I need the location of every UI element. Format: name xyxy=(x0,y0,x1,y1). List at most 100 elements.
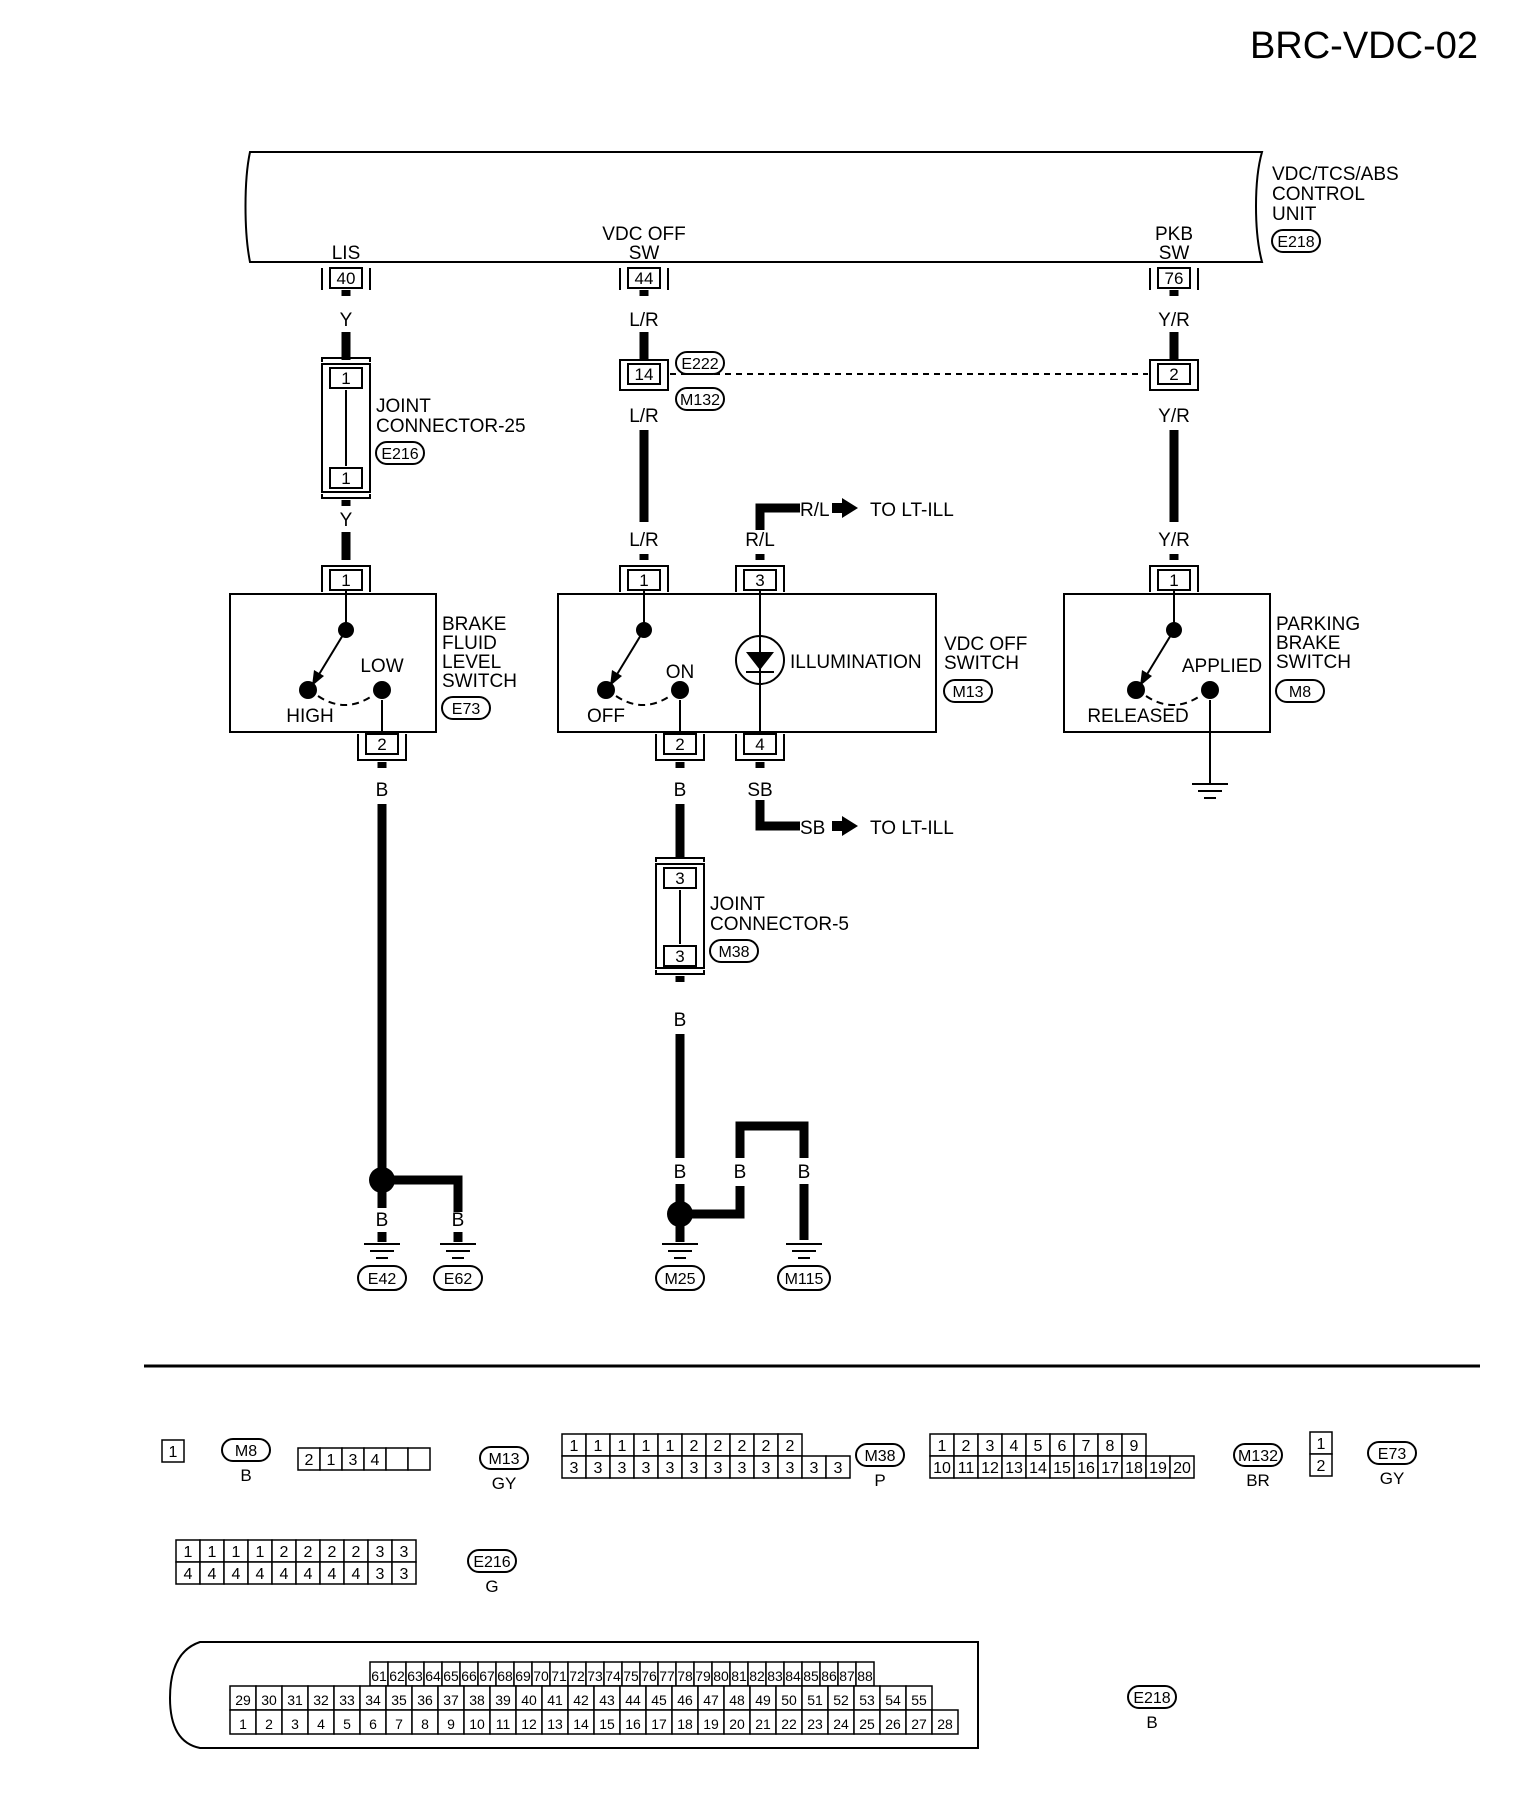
connector-E218-cell xyxy=(333,1709,361,1735)
jc5-connector: M38 xyxy=(718,944,749,961)
connector-E218-pin: 40 xyxy=(521,1692,537,1708)
connector-E218-pin: 32 xyxy=(313,1692,329,1708)
connector-M132-pin: 19 xyxy=(1149,1460,1167,1477)
connector-E218-pin: 76 xyxy=(641,1668,657,1684)
connector-E216-cell xyxy=(391,1561,417,1585)
connector-E218-pin: 17 xyxy=(651,1716,667,1732)
connector-E216-pin: 1 xyxy=(232,1544,241,1561)
vdc-sw-connector: M13 xyxy=(952,684,983,701)
connector-M13-pin: 3 xyxy=(349,1452,358,1469)
connector-E218-pin: 3 xyxy=(291,1716,299,1732)
connector-E216-pin: 4 xyxy=(280,1566,289,1583)
connector-E218-pin: 86 xyxy=(821,1668,837,1684)
connector-M132-pin: 4 xyxy=(1010,1438,1019,1455)
connector-M38-pin: 3 xyxy=(690,1460,699,1477)
wire-lr-switch: L/R xyxy=(629,530,659,551)
connector-M13-pin: 4 xyxy=(371,1452,380,1469)
to-lt-ill-1: TO LT-ILL xyxy=(870,500,954,521)
connector-E218-pin: 26 xyxy=(885,1716,901,1732)
connector-M132-tag xyxy=(1233,1443,1283,1467)
control-unit-pins: 40 44 76 xyxy=(321,267,1199,290)
connector-M38-pin: 3 xyxy=(810,1460,819,1477)
left-branch: Y 1 1 JOINT CONNECTOR-25 E216 Y 1 HIGH L… xyxy=(229,290,526,1291)
connector-E218-pin: 16 xyxy=(625,1716,641,1732)
connector-E218-pin: 19 xyxy=(703,1716,719,1732)
connector-M38-pin: 3 xyxy=(834,1460,843,1477)
connector-E218-pin: 20 xyxy=(729,1716,745,1732)
connector-E218-pin: 79 xyxy=(695,1668,711,1684)
connector-E218-pin: 13 xyxy=(547,1716,563,1732)
vdc-sw-name-2: SWITCH xyxy=(944,653,1019,674)
pkb-sw-name-1: PARKING xyxy=(1276,614,1360,635)
connector-E218-pin: 51 xyxy=(807,1692,823,1708)
connector-E216-pin: 3 xyxy=(400,1544,409,1561)
connector-M132-pin: 20 xyxy=(1173,1460,1191,1477)
connector-E218-pin: 42 xyxy=(573,1692,589,1708)
vdc-sw-illumination: ILLUMINATION xyxy=(790,652,922,673)
wire-yr-top: Y/R xyxy=(1158,310,1190,331)
connector-E218-cell xyxy=(931,1709,959,1735)
connector-E218-pin: 82 xyxy=(749,1668,765,1684)
connector-M132-color: BR xyxy=(1246,1471,1270,1490)
connector-E218-pin: 61 xyxy=(371,1668,387,1684)
connector-E216-pin: 4 xyxy=(352,1566,361,1583)
connector-E218-pin: 23 xyxy=(807,1716,823,1732)
connector-M38-label: M38 xyxy=(864,1448,895,1465)
connector-E218-pin: 9 xyxy=(447,1716,455,1732)
bfls-connector: E73 xyxy=(452,701,481,718)
connector-E218-pin: 53 xyxy=(859,1692,875,1708)
connector-E218-pin: 84 xyxy=(785,1668,801,1684)
connector-E218-cell xyxy=(827,1685,855,1711)
connector-M8-tag xyxy=(221,1438,271,1462)
connector-E218-cell xyxy=(411,1709,439,1735)
pkb-sw-released: RELEASED xyxy=(1087,706,1188,727)
connector-E218-pin: 50 xyxy=(781,1692,797,1708)
connector-E218-pin: 21 xyxy=(755,1716,771,1732)
wire-b-jc5: B xyxy=(674,1010,687,1031)
connector-M132-pin: 14 xyxy=(1029,1460,1047,1477)
connector-E216-label: E216 xyxy=(473,1554,510,1571)
connector-E218-cell xyxy=(775,1709,803,1735)
connector-E218-pin: 74 xyxy=(605,1668,621,1684)
connector-E218-pin: 72 xyxy=(569,1668,585,1684)
control-unit-name-2: CONTROL xyxy=(1272,184,1365,205)
pkb-sw-applied: APPLIED xyxy=(1182,656,1262,677)
terminal-vdc-off-label-1: VDC OFF xyxy=(602,224,685,245)
bfls-high: HIGH xyxy=(286,706,334,727)
connector-E218-pin: 49 xyxy=(755,1692,771,1708)
bfls-pin-1: 1 xyxy=(341,571,350,590)
pkb-sw-pin-1: 1 xyxy=(1169,571,1178,590)
connector-E216-pin: 2 xyxy=(352,1544,361,1561)
vdc-sw-pin-1: 1 xyxy=(639,571,648,590)
connector-E218-cell xyxy=(671,1709,699,1735)
connector-E218-pin: 85 xyxy=(803,1668,819,1684)
connector-E218-cell xyxy=(853,1709,881,1735)
wire-lr-mid: L/R xyxy=(629,406,659,427)
vdc-sw-pin-3: 3 xyxy=(755,571,764,590)
connector-E218-cell xyxy=(905,1709,933,1735)
connector-M13-cell xyxy=(407,1447,431,1471)
bfls-name-2: FLUID xyxy=(442,633,497,654)
connector-M8-color: B xyxy=(240,1466,251,1485)
connector-M132-pin: 7 xyxy=(1082,1438,1091,1455)
branch-b-2: B xyxy=(798,1162,811,1183)
connector-M38-pin: 2 xyxy=(738,1438,747,1455)
connector-M38-pin: 3 xyxy=(618,1460,627,1477)
connector-E218-cell xyxy=(593,1709,621,1735)
connector-M38-pin: 3 xyxy=(714,1460,723,1477)
connector-E218-pin: 10 xyxy=(469,1716,485,1732)
connector-E218-cell xyxy=(801,1709,829,1735)
connector-E218-pin: 66 xyxy=(461,1668,477,1684)
connector-M38-pin: 3 xyxy=(762,1460,771,1477)
connector-E218-cell xyxy=(229,1709,257,1735)
connector-M132-pin: 2 xyxy=(962,1438,971,1455)
connector-E218-pin: 39 xyxy=(495,1692,511,1708)
connector-M38-pin: 1 xyxy=(570,1438,579,1455)
connector-M13-label: M13 xyxy=(488,1451,519,1468)
terminal-lis-label: LIS xyxy=(332,243,361,264)
connector-E216-pin: 4 xyxy=(328,1566,337,1583)
to-lt-ill-2: TO LT-ILL xyxy=(870,818,954,839)
connector-E218-label: E218 xyxy=(1133,1690,1170,1707)
connector-M38-pin: 2 xyxy=(714,1438,723,1455)
connector-E218-pin: 11 xyxy=(496,1716,511,1732)
